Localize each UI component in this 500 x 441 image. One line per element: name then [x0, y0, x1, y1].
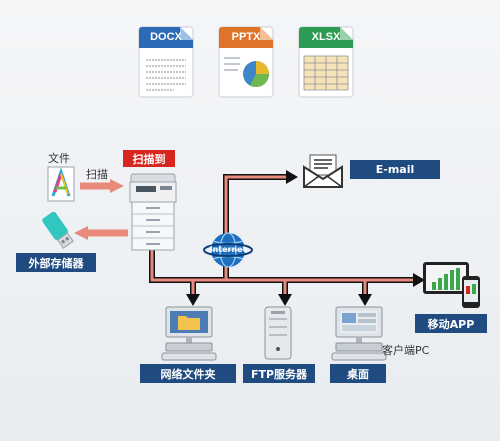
internet-label: Internet: [209, 244, 247, 254]
pptx-label: PPTX: [231, 31, 261, 43]
usb-drive-icon: [42, 211, 74, 249]
xlsx-label: XLSX: [311, 31, 341, 43]
email-label: E-mail: [350, 160, 440, 179]
docx-label: DOCX: [150, 31, 182, 43]
external-storage-label: 外部存储器: [16, 253, 96, 272]
network-folder-label: 网络文件夹: [140, 364, 236, 383]
document-label: 文件: [48, 152, 70, 165]
multifunction-printer-icon: [129, 173, 177, 251]
scan-label: 扫描: [86, 168, 108, 181]
xlsx-file-icon: XLSX: [298, 26, 354, 98]
mobile-devices-icon: [423, 262, 480, 308]
internet-globe-icon: [203, 232, 253, 268]
email-envelope-icon: [303, 154, 343, 188]
client-pc-label: 客户端PC: [382, 344, 430, 357]
desktop-label: 桌面: [330, 364, 386, 383]
desktop-computer-icon: [331, 306, 387, 361]
scan-arrow: [80, 179, 124, 193]
network-folder-computer-icon: [161, 306, 217, 361]
docx-file-icon: DOCX: [138, 26, 194, 98]
document-icon: [47, 166, 75, 202]
ftp-server-icon: [264, 306, 292, 360]
scan-to-label: 扫描到: [123, 150, 175, 167]
network-trunk: [149, 170, 425, 306]
mobile-app-label: 移动APP: [415, 314, 487, 333]
storage-arrow: [74, 226, 128, 240]
pptx-file-icon: PPTX: [218, 26, 274, 98]
ftp-server-label: FTP服务器: [243, 364, 315, 383]
